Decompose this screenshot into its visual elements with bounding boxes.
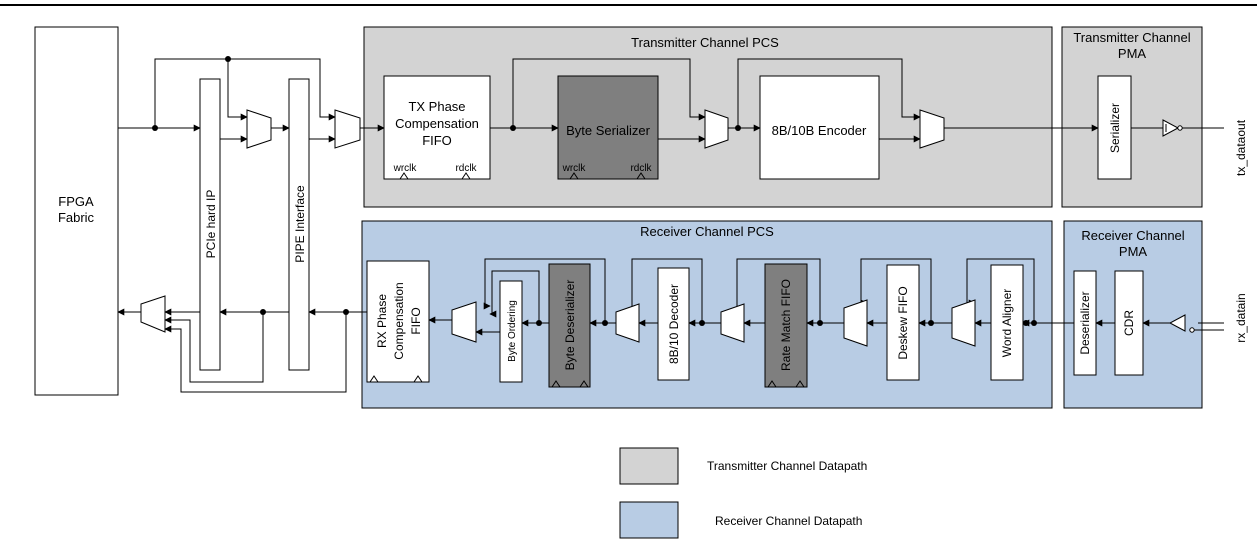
tx-output-buffer-icon bbox=[1162, 119, 1180, 137]
rate-match-fifo-label: Rate Match FIFO bbox=[779, 279, 793, 371]
byte-serializer-rdclk-triangle bbox=[636, 172, 646, 180]
decoder-block bbox=[657, 267, 690, 381]
rx-input-buffer-bubble bbox=[1189, 327, 1195, 333]
tx-phase-compensation-fifo-block bbox=[383, 75, 491, 180]
tx-pma-title-line1: Transmitter Channel bbox=[1073, 30, 1190, 45]
tx-pma-region bbox=[1061, 26, 1203, 208]
pcie-hard-ip-block bbox=[199, 78, 221, 371]
legend-rx-swatch bbox=[619, 501, 679, 539]
deserializer-label: Deserializer bbox=[1078, 291, 1092, 354]
rx-fifo-label-line3: FIFO bbox=[409, 307, 423, 334]
rx-junction-dots bbox=[260, 309, 1037, 326]
fpga-fabric-block bbox=[34, 26, 119, 396]
tx-fifo-wrclk-label: wrclk bbox=[393, 163, 418, 174]
byte-deserializer-block bbox=[548, 263, 591, 388]
byte-deserializer-clk-left bbox=[551, 380, 561, 388]
word-aligner-label: Word Aligner bbox=[1000, 289, 1014, 357]
tx-dataout-port-label: tx_dataout bbox=[1234, 119, 1248, 176]
byte-serializer-wrclk-label: wrclk bbox=[562, 163, 587, 174]
tx-fifo-label-line2: Compensation bbox=[395, 116, 479, 131]
tx-pma-title-line2: PMA bbox=[1118, 46, 1147, 61]
tx-fifo-label-line1: TX Phase bbox=[408, 99, 465, 114]
pipe-interface-block bbox=[288, 78, 310, 371]
byte-serializer-wrclk-triangle bbox=[569, 172, 579, 180]
fpga-fabric-label-line1: FPGA bbox=[58, 194, 94, 209]
rate-match-clk-left bbox=[767, 380, 777, 388]
tx-muxes bbox=[246, 109, 945, 149]
fpga-fabric-label-line2: Fabric bbox=[58, 210, 95, 225]
legend-rx-label: Receiver Channel Datapath bbox=[715, 514, 862, 528]
legend-tx-label: Transmitter Channel Datapath bbox=[707, 459, 867, 473]
tx-output-buffer-bubble bbox=[1177, 125, 1183, 131]
byte-ordering-label: Byte Ordering bbox=[507, 300, 518, 362]
deskew-fifo-block bbox=[886, 264, 920, 381]
encoder-label: 8B/10B Encoder bbox=[772, 123, 867, 138]
tx-pcs-title: Transmitter Channel PCS bbox=[631, 35, 779, 50]
legend-tx-swatch bbox=[619, 447, 679, 485]
rx-pma-title-line1: Receiver Channel bbox=[1081, 228, 1184, 243]
rx-muxes bbox=[140, 295, 976, 347]
pipe-interface-label: PIPE Interface bbox=[293, 185, 307, 263]
deskew-fifo-label: Deskew FIFO bbox=[896, 286, 910, 359]
tx-junction-dots bbox=[152, 56, 741, 131]
byte-serializer-block bbox=[557, 75, 659, 180]
rx-datain-port-label: rx_datain bbox=[1234, 293, 1248, 342]
byte-serializer-rdclk-label: rdclk bbox=[630, 163, 652, 174]
rx-phase-compensation-fifo-block bbox=[366, 260, 430, 383]
decoder-label: 8B/10 Decoder bbox=[667, 284, 681, 364]
rate-match-fifo-block bbox=[764, 263, 808, 388]
cdr-label: CDR bbox=[1122, 310, 1136, 336]
tx-fifo-rdclk-label: rdclk bbox=[455, 163, 477, 174]
tx-fifo-rdclk-triangle bbox=[461, 172, 471, 180]
rx-fifo-clk-triangle-right bbox=[413, 375, 423, 383]
rx-fifo-clk-triangle-left bbox=[369, 375, 379, 383]
rx-input-buffer-icon bbox=[1168, 314, 1186, 332]
rx-fifo-label-line2: Compensation bbox=[392, 282, 406, 359]
serializer-label: Serializer bbox=[1108, 103, 1122, 153]
pcie-hard-ip-label: PCIe hard IP bbox=[204, 190, 218, 259]
tx-fifo-label-line3: FIFO bbox=[422, 133, 452, 148]
rate-match-clk-right bbox=[795, 380, 805, 388]
rx-pma-title-line2: PMA bbox=[1119, 244, 1148, 259]
rx-pcs-title: Receiver Channel PCS bbox=[640, 224, 774, 239]
rx-fifo-label-line1: RX Phase bbox=[375, 294, 389, 348]
byte-deserializer-label: Byte Deserializer bbox=[563, 280, 577, 371]
byte-serializer-label: Byte Serializer bbox=[566, 123, 650, 138]
byte-deserializer-clk-right bbox=[579, 380, 589, 388]
tx-fifo-wrclk-triangle bbox=[399, 172, 409, 180]
rx-pcs-region bbox=[361, 220, 1053, 409]
